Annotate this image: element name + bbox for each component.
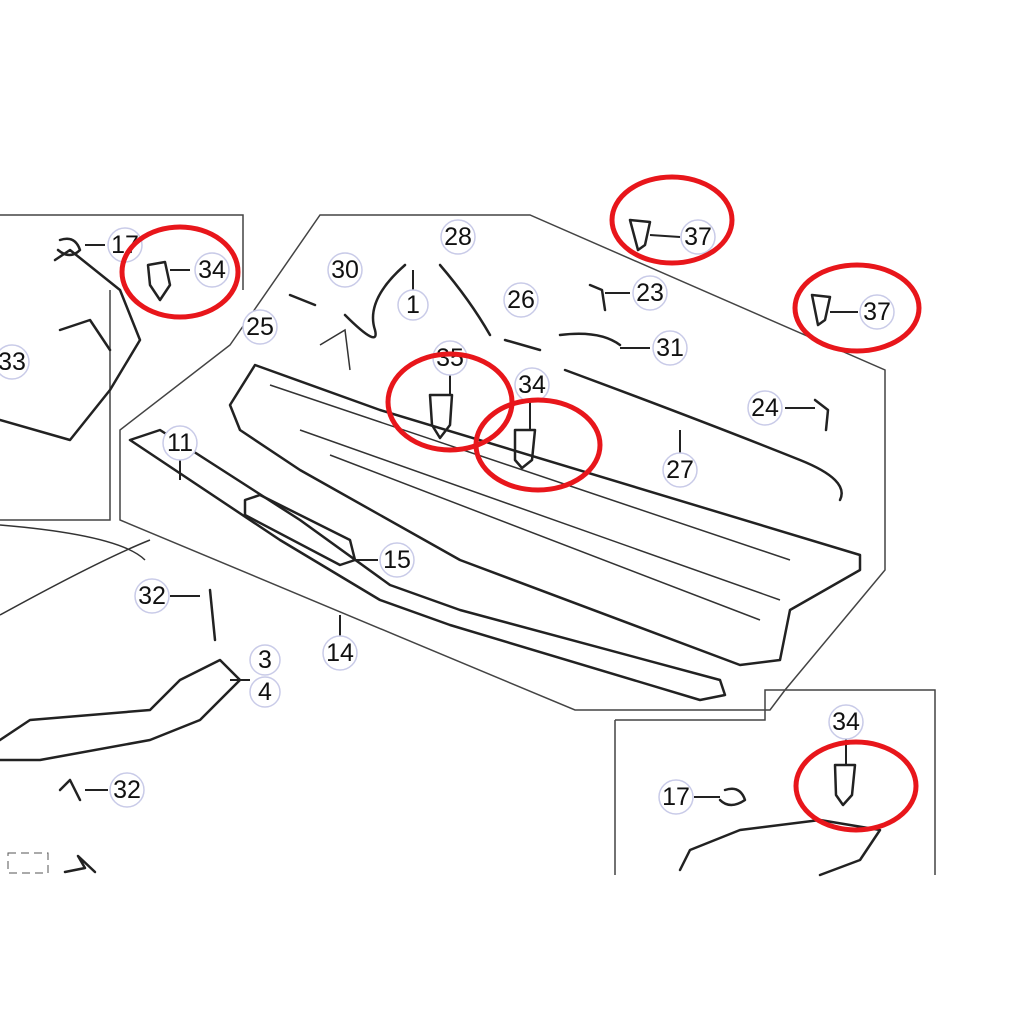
highlight-circle-37-right <box>792 262 922 354</box>
callout-28: 28 <box>440 219 476 255</box>
callout-31: 31 <box>620 330 688 366</box>
callout-11: 11 <box>162 425 198 480</box>
callout-34-bottom: 34 <box>828 704 864 765</box>
svg-text:23: 23 <box>636 279 664 307</box>
callout-26: 26 <box>503 282 539 318</box>
callout-1: 1 <box>397 270 429 321</box>
callout-32-top: 32 <box>134 578 200 614</box>
svg-text:32: 32 <box>113 776 141 804</box>
callout-37-top: 37 <box>649 219 716 255</box>
cowl-seal-strip <box>128 428 727 702</box>
svg-text:11: 11 <box>167 429 193 457</box>
svg-text:34: 34 <box>518 371 546 399</box>
callout-24: 24 <box>747 390 815 426</box>
cowl-top-panel <box>228 328 862 667</box>
svg-text:32: 32 <box>138 582 166 610</box>
svg-text:15: 15 <box>383 546 411 574</box>
callout-30: 30 <box>327 252 363 288</box>
highlight-circle-34-bottom <box>793 739 919 833</box>
svg-text:34: 34 <box>198 256 226 284</box>
svg-text:37: 37 <box>684 223 712 251</box>
svg-text:25: 25 <box>246 313 274 341</box>
svg-text:33: 33 <box>0 348 26 376</box>
callout-23: 23 <box>605 275 668 311</box>
grille-vent-part <box>243 493 357 567</box>
svg-text:31: 31 <box>656 334 684 362</box>
callout-14: 14 <box>322 615 358 671</box>
callout-17-bottom: 17 <box>658 779 720 815</box>
callout-15: 15 <box>355 542 415 578</box>
callout-33: 33 <box>0 344 30 380</box>
wiper-linkage-part <box>0 588 242 802</box>
highlight-circle-34-left <box>119 224 241 320</box>
left-inset-frame <box>0 214 244 521</box>
svg-text:3: 3 <box>258 646 272 674</box>
svg-text:27: 27 <box>666 456 694 484</box>
svg-text:17: 17 <box>662 783 690 811</box>
bottom-right-inset-frame <box>614 689 936 875</box>
callout-25: 25 <box>242 309 278 345</box>
callout-4: 4 <box>230 676 281 708</box>
svg-text:26: 26 <box>507 286 535 314</box>
svg-text:28: 28 <box>444 223 472 251</box>
svg-text:1: 1 <box>406 291 420 319</box>
callout-35: 35 <box>432 340 468 395</box>
svg-text:37: 37 <box>863 298 891 326</box>
svg-text:35: 35 <box>436 344 464 372</box>
left-hinge-part <box>0 248 142 442</box>
callout-34-center: 34 <box>514 367 550 430</box>
reference-arrow-icon <box>7 852 97 874</box>
hood-edge <box>0 524 151 616</box>
svg-text:4: 4 <box>258 678 272 706</box>
svg-text:30: 30 <box>331 256 359 284</box>
svg-text:34: 34 <box>832 708 860 736</box>
callout-32-bottom: 32 <box>85 772 145 808</box>
svg-text:14: 14 <box>326 639 354 667</box>
svg-text:24: 24 <box>751 394 779 422</box>
callout-17: 17 <box>85 227 143 263</box>
highlight-circle-34-center <box>473 397 603 493</box>
callout-3: 3 <box>249 644 281 676</box>
highlight-circle-37-top <box>609 174 735 266</box>
hose-parts <box>288 263 843 502</box>
callout-37-right: 37 <box>830 294 895 330</box>
callout-34: 34 <box>170 252 230 288</box>
clip-parts <box>56 218 857 807</box>
callout-27: 27 <box>662 430 698 488</box>
